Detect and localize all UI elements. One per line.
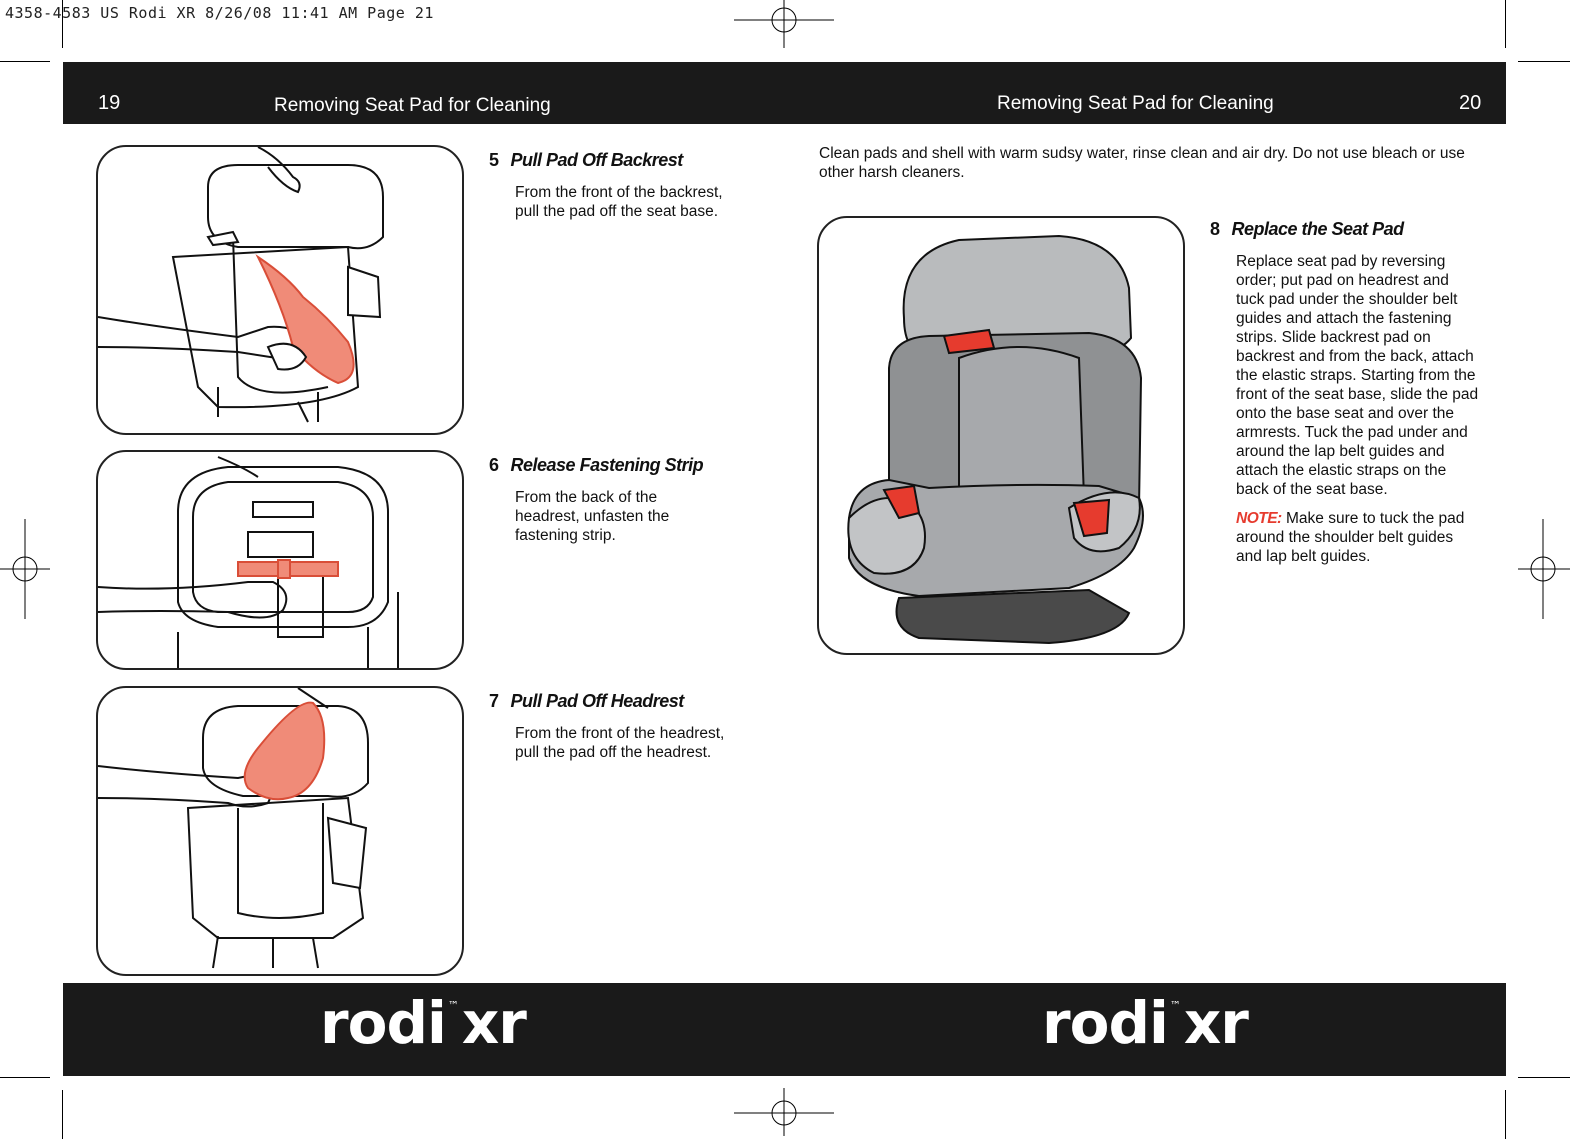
step-title-text: Pull Pad Off Headrest: [510, 691, 685, 711]
illustration-replace-seat-pad: [817, 216, 1185, 655]
crop-mark: [1505, 0, 1506, 48]
seat-backrest-illustration: [98, 147, 384, 423]
step-8-body: Replace seat pad by reversing order; put…: [1236, 253, 1479, 498]
note-label: NOTE:: [1236, 510, 1282, 527]
footer-bar: [63, 983, 1506, 1076]
registration-mark-right: [1518, 519, 1570, 619]
step-7: 7 Pull Pad Off Headrest From the front of…: [489, 691, 759, 762]
crop-mark: [62, 0, 63, 48]
trademark-symbol: ™: [1169, 999, 1181, 1012]
step-number: 5: [489, 150, 499, 170]
crop-mark: [1518, 61, 1570, 62]
crop-mark: [0, 61, 50, 62]
registration-mark-left: [0, 519, 50, 619]
logo-suffix: xr: [461, 989, 527, 1057]
step-5: 5 Pull Pad Off Backrest From the front of…: [489, 150, 759, 221]
page-number-left: 19: [98, 92, 121, 114]
print-slug-line: 4358-4583 US Rodi XR 8/26/08 11:41 AM Pa…: [5, 4, 434, 22]
logo-name: rodi: [320, 989, 447, 1057]
step-6-title: 6 Release Fastening Strip: [489, 455, 759, 476]
step-8: 8 Replace the Seat Pad Replace seat pad b…: [1210, 219, 1495, 566]
step-6-body: From the back of the headrest, unfasten …: [515, 489, 670, 544]
crop-mark: [1518, 1077, 1570, 1078]
step-8-note: NOTE: Make sure to tuck the pad around t…: [1236, 509, 1481, 566]
headrest-front-illustration: [98, 688, 369, 969]
step-number: 6: [489, 455, 499, 475]
step-title-text: Pull Pad Off Backrest: [510, 150, 684, 170]
step-number: 7: [489, 691, 499, 711]
illustration-pull-pad-off-backrest: [96, 145, 464, 435]
step-number: 8: [1210, 219, 1220, 239]
crop-mark: [0, 1077, 50, 1078]
trademark-symbol: ™: [447, 999, 459, 1012]
header-bar: [63, 62, 1506, 124]
crop-mark: [1505, 1090, 1506, 1139]
step-7-body: From the front of the headrest, pull the…: [515, 725, 725, 761]
logo-suffix: xr: [1183, 989, 1249, 1057]
illustration-release-fastening-strip: [96, 450, 464, 670]
step-7-title: 7 Pull Pad Off Headrest: [489, 691, 759, 712]
crop-mark: [62, 1090, 63, 1139]
registration-mark-bottom: [734, 1088, 834, 1136]
page-number-right: 20: [1459, 92, 1482, 114]
assembled-seat-illustration: [847, 234, 1144, 645]
step-8-title: 8 Replace the Seat Pad: [1210, 219, 1495, 240]
illustration-pull-pad-off-headrest: [96, 686, 464, 976]
logo-name: rodi: [1042, 989, 1169, 1057]
header-title-left: Removing Seat Pad for Cleaning: [274, 95, 551, 116]
cleaning-instructions: Clean pads and shell with warm sudsy wat…: [819, 145, 1465, 181]
registration-mark-top: [734, 0, 834, 48]
headrest-back-illustration: [98, 456, 399, 668]
step-5-title: 5 Pull Pad Off Backrest: [489, 150, 759, 171]
step-title-text: Replace the Seat Pad: [1231, 219, 1405, 239]
note-text: Make sure to tuck the pad around the sho…: [1236, 510, 1465, 565]
step-5-body: From the front of the backrest, pull the…: [515, 184, 723, 220]
header-title-right: Removing Seat Pad for Cleaning: [997, 93, 1274, 114]
step-6: 6 Release Fastening Strip From the back o…: [489, 455, 759, 545]
step-title-text: Release Fastening Strip: [510, 455, 704, 475]
